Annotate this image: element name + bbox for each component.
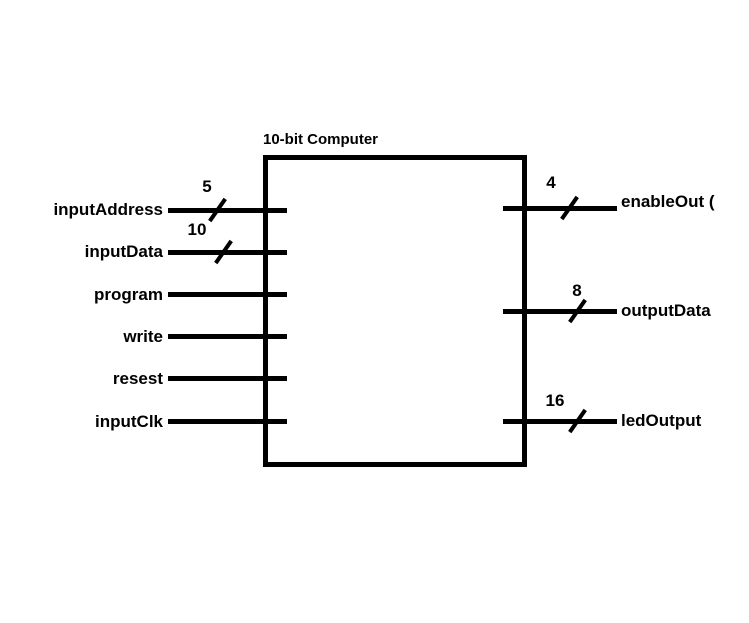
wire-inputdata (168, 250, 287, 255)
port-label-ledoutput: ledOutput (621, 411, 702, 430)
port-label-inputaddress: inputAddress (53, 200, 163, 219)
bus-width-enableout: 4 (546, 173, 556, 192)
wire-program (168, 292, 287, 297)
port-label-enableout: enableOut ( (621, 192, 715, 211)
wire-ledoutput (503, 419, 617, 424)
wire-outputdata (503, 309, 617, 314)
port-label-inputclk: inputClk (95, 412, 163, 431)
wire-inputclk (168, 419, 287, 424)
port-label-resest: resest (112, 369, 163, 388)
bus-width-inputaddress: 5 (202, 177, 212, 196)
bus-width-inputdata: 10 (187, 220, 207, 239)
block-title: 10-bit Computer (263, 131, 379, 148)
port-label-program: program (94, 285, 163, 304)
port-label-write: write (123, 327, 163, 346)
wire-resest (168, 376, 287, 381)
port-label-outputdata: outputData (621, 301, 711, 320)
computer-block (263, 155, 527, 467)
wire-write (168, 334, 287, 339)
bus-width-ledoutput: 16 (545, 391, 565, 410)
bus-width-outputdata: 8 (572, 281, 582, 300)
wire-inputaddress (168, 208, 287, 213)
port-label-inputdata: inputData (84, 242, 163, 261)
wire-enableout (503, 206, 617, 211)
